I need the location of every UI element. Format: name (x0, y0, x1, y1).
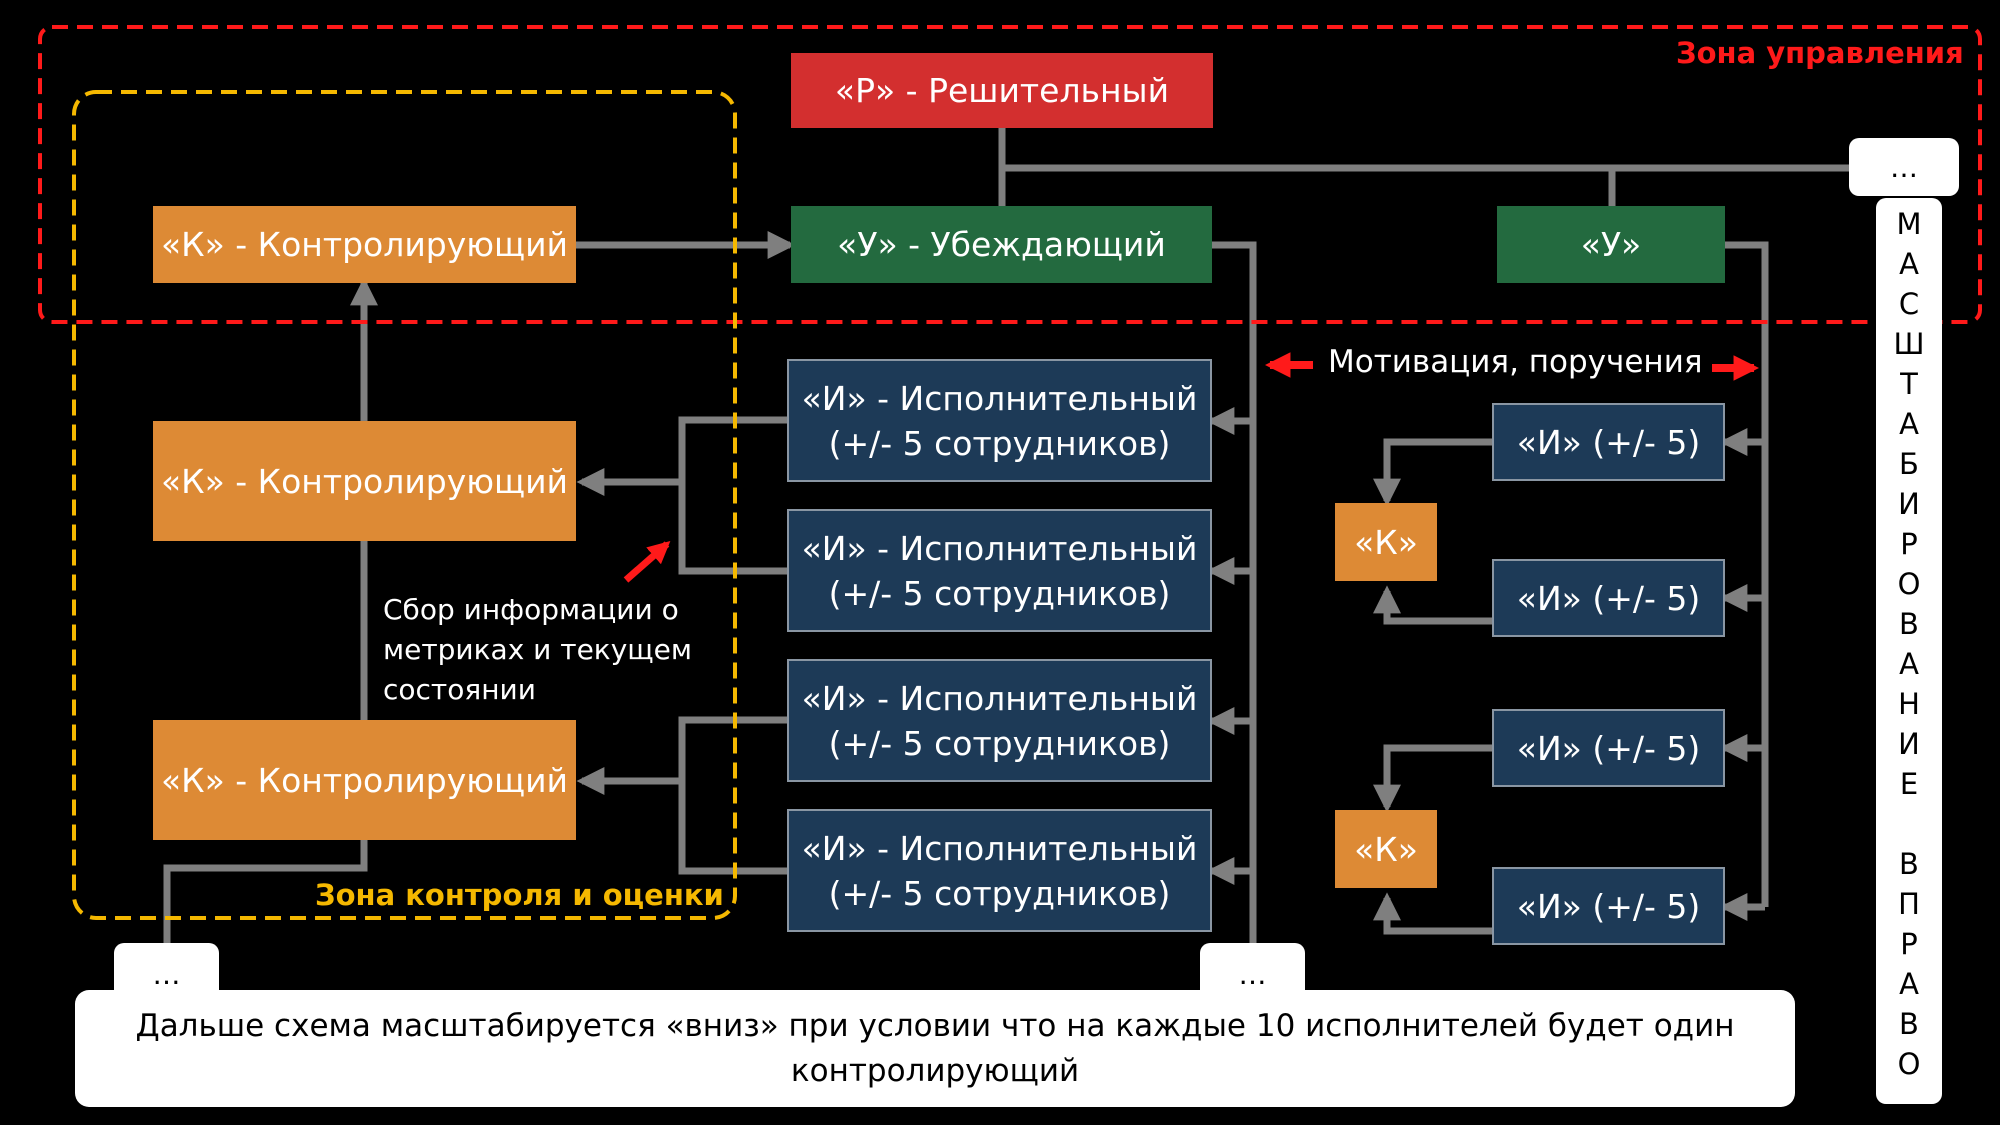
executor-box-1: «И» - Исполнительный (+/- 5 сотрудников) (787, 359, 1212, 482)
scaling-right-letter: Т (1900, 367, 1918, 401)
connector-small-exec-1-to-k (1373, 438, 1492, 507)
scaling-right-letter: Н (1898, 687, 1920, 721)
connector-small-exec-4-to-k (1373, 892, 1492, 935)
small-executor-box-2: «И» (+/- 5) (1492, 559, 1725, 637)
executor-box-2: «И» - Исполнительный (+/- 5 сотрудников) (787, 509, 1212, 632)
executor-1-line-1: «И» - Исполнительный (801, 378, 1198, 418)
info-collection-line-3: состоянии (383, 673, 536, 706)
small-controlling-box-1: «К» (1335, 503, 1437, 581)
scaling-right-letter: И (1898, 727, 1920, 761)
executor-2-line-2: (+/- 5 сотрудников) (828, 573, 1171, 613)
control-zone-outline (72, 90, 737, 920)
controlling-middle-box: «К» - Контролирующий (153, 421, 576, 541)
scaling-right-letter: В (1899, 847, 1919, 881)
executor-3-line-2: (+/- 5 сотрудников) (828, 723, 1171, 763)
footer-line-2: контролирующий (790, 1052, 1080, 1089)
scaling-right-letter: А (1899, 247, 1919, 281)
scaling-right-letter: Р (1900, 927, 1918, 961)
executor-4-line-2: (+/- 5 сотрудников) (828, 873, 1171, 913)
executor-box-4: «И» - Исполнительный (+/- 5 сотрудников) (787, 809, 1212, 932)
management-zone-label: Зона управления (1676, 36, 1964, 70)
small-executor-box-4: «И» (+/- 5) (1492, 867, 1725, 945)
scaling-right-letter: В (1899, 607, 1919, 641)
controlling-top-label: «К» - Контролирующий (160, 225, 569, 264)
ellipsis-top-right-label: … (1890, 150, 1918, 184)
small-executor-box-3: «И» (+/- 5) (1492, 709, 1725, 787)
scaling-right-letter: М (1896, 207, 1922, 241)
scaling-right-letter: О (1897, 1047, 1921, 1081)
info-collection-label: Сбор информации о метриках и текущем сос… (383, 590, 692, 710)
scaling-right-letter: А (1899, 647, 1919, 681)
ellipsis-box-top-right: … (1849, 138, 1959, 196)
executor-3-line-1: «И» - Исполнительный (801, 678, 1198, 718)
scaling-right-letter: П (1898, 887, 1920, 921)
info-collection-line-2: метриках и текущем (383, 633, 693, 666)
small-executor-box-1: «И» (+/- 5) (1492, 403, 1725, 481)
small-executor-4-label: «И» (+/- 5) (1516, 886, 1701, 926)
scaling-right-letter: Ш (1893, 327, 1925, 361)
connector-right-trunk (1725, 241, 1769, 907)
controlling-bottom-box: «К» - Контролирующий (153, 720, 576, 840)
scaling-right-letter: Б (1899, 447, 1919, 481)
executor-box-3: «И» - Исполнительный (+/- 5 сотрудников) (787, 659, 1212, 782)
scaling-right-letter: И (1898, 487, 1920, 521)
connector-small-exec-3-to-k (1373, 744, 1492, 813)
small-executor-1-label: «И» (+/- 5) (1516, 422, 1701, 462)
controlling-middle-label: «К» - Контролирующий (160, 461, 569, 501)
small-controlling-1-label: «К» (1354, 522, 1418, 562)
small-executor-3-label: «И» (+/- 5) (1516, 728, 1701, 768)
scaling-right-letter: В (1899, 1007, 1919, 1041)
connector-bottom-left (163, 840, 368, 943)
small-executor-2-label: «И» (+/- 5) (1516, 578, 1701, 618)
info-arrow (623, 541, 671, 583)
controlling-top-box: «К» - Контролирующий (153, 206, 576, 283)
connector-exec-12-bracket (622, 416, 787, 575)
scaling-right-letter: Р (1900, 527, 1918, 561)
footer-note: Дальше схема масштабируется «вниз» при у… (75, 990, 1795, 1107)
footer-line-1: Дальше схема масштабируется «вниз» при у… (135, 1007, 1735, 1044)
connector-small-exec-2-to-k (1373, 585, 1492, 625)
scaling-right-letter: С (1898, 287, 1920, 321)
decisive-box: «Р» - Решительный (791, 53, 1213, 128)
scaling-right-letter: О (1897, 567, 1921, 601)
small-controlling-box-2: «К» (1335, 810, 1437, 888)
scaling-right-letter: Е (1899, 767, 1919, 801)
connector-main-trunk (1212, 241, 1257, 943)
persuading-right-label: «У» (1580, 225, 1642, 264)
small-controlling-2-label: «К» (1354, 829, 1418, 869)
controlling-bottom-label: «К» - Контролирующий (160, 760, 569, 800)
decisive-label: «Р» - Решительный (834, 71, 1170, 110)
persuading-box: «У» - Убеждающий (791, 206, 1212, 283)
control-zone-label: Зона контроля и оценки (315, 878, 724, 912)
persuading-label: «У» - Убеждающий (837, 225, 1166, 264)
ellipsis-bottom-mid-label: … (1238, 957, 1267, 991)
ellipsis-bottom-left-label: … (152, 957, 181, 991)
motivation-label: Мотивация, поручения (1328, 344, 1703, 380)
info-collection-line-1: Сбор информации о (383, 593, 679, 626)
connector-exec-34-bracket (622, 716, 787, 875)
executor-2-line-1: «И» - Исполнительный (801, 528, 1198, 568)
executor-1-line-2: (+/- 5 сотрудников) (828, 423, 1171, 463)
executor-4-line-1: «И» - Исполнительный (801, 828, 1198, 868)
management-zone-outline (38, 25, 1982, 324)
scaling-right-letter: А (1899, 967, 1919, 1001)
scaling-right-letter: А (1899, 407, 1919, 441)
persuading-right-box: «У» (1497, 206, 1725, 283)
